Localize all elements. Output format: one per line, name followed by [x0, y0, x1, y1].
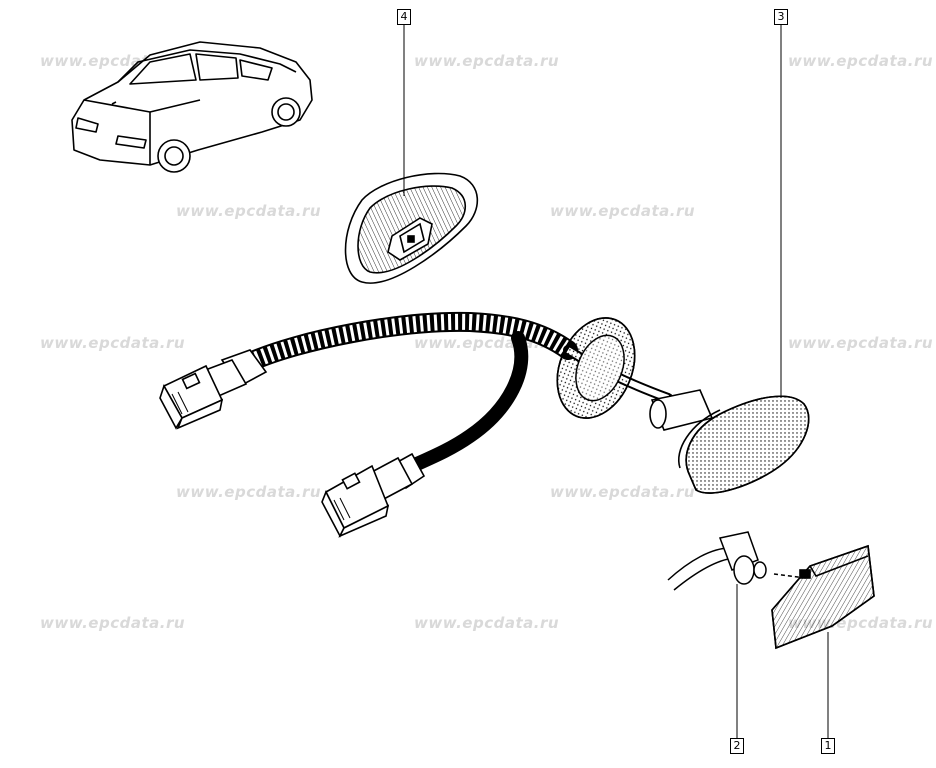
- watermark: www.epcdata.ru: [414, 52, 560, 70]
- connector-upper-part: [159, 349, 268, 430]
- bulb-holder-part: [667, 531, 807, 591]
- callout-1[interactable]: 1: [821, 738, 835, 754]
- connector-lower-part: [321, 452, 426, 538]
- side-indicator-lamp-part: [649, 389, 810, 494]
- wiring-harness-part: [240, 311, 673, 475]
- watermark: www.epcdata.ru: [550, 202, 696, 220]
- watermark: www.epcdata.ru: [176, 483, 322, 501]
- watermark: www.epcdata.ru: [788, 52, 934, 70]
- grommet-part: [556, 317, 636, 419]
- car-thumbnail-icon: [71, 41, 313, 173]
- watermark: www.epcdata.ru: [414, 614, 560, 632]
- watermark: www.epcdata.ru: [40, 614, 186, 632]
- watermark: www.epcdata.ru: [550, 483, 696, 501]
- callout-3[interactable]: 3: [774, 9, 788, 25]
- callout-4[interactable]: 4: [397, 9, 411, 25]
- side-repeater-lens-part: [771, 544, 875, 650]
- callout-2[interactable]: 2: [730, 738, 744, 754]
- watermark: www.epcdata.ru: [40, 334, 186, 352]
- watermark: www.epcdata.ru: [788, 334, 934, 352]
- watermark: www.epcdata.ru: [176, 202, 322, 220]
- gasket-seal-part: [344, 172, 479, 284]
- leader-lines: [403, 24, 829, 738]
